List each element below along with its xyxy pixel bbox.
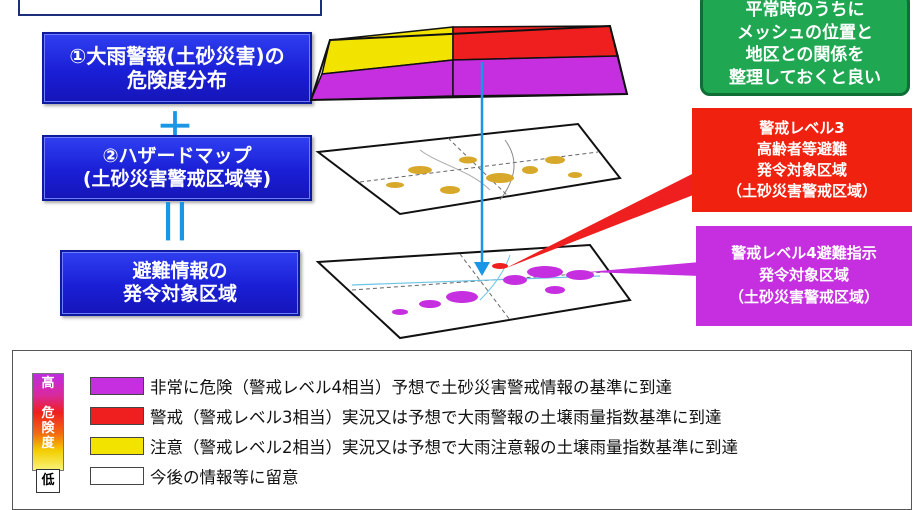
hazard-area: [408, 166, 432, 174]
hazard-map-layer: [315, 122, 622, 216]
callout-line: （土砂災害警戒区域）: [728, 287, 879, 306]
callout-line: 警戒レベル3: [759, 119, 845, 137]
level4-callout: 警戒レベル4避難指示 発令対象区域 （土砂災害警戒区域）: [696, 226, 912, 326]
step2-line1: ②ハザードマップ: [102, 145, 252, 168]
red-callout-pointer: [506, 170, 706, 268]
red-zone: [452, 25, 619, 61]
scale-low: 低: [36, 469, 60, 493]
callout-line: 発令対象区域: [758, 266, 849, 285]
note-line: 地区との関係を: [745, 45, 865, 66]
scale-mid-1: 危: [41, 406, 55, 421]
yellow-swatch: [90, 437, 144, 455]
level4-area: [527, 266, 563, 278]
step3-line2: 発令対象区域: [122, 283, 237, 305]
hazard-area: [486, 173, 514, 183]
magenta-swatch: [90, 377, 144, 395]
magenta-zone-right: [452, 55, 628, 97]
scale-high: 高: [41, 376, 55, 391]
legend: [12, 350, 912, 510]
red-swatch: [90, 407, 144, 425]
hazard-area: [440, 186, 460, 194]
level3-area: [492, 263, 508, 269]
legend-row-level3: 警戒（警戒レベル3相当）実況又は予想で大雨警報の土壌雨量指数基準に到達: [90, 404, 722, 428]
callout-line: （土砂災害警戒区域）: [726, 182, 877, 200]
legend-label: 非常に危険（警戒レベル4相当）予想で土砂災害警戒情報の基準に到達: [150, 378, 672, 397]
step3-line1: 避難情報の: [132, 260, 228, 283]
layer-diagram: [309, 24, 706, 340]
level4-area: [545, 286, 565, 294]
danger-scale-bar: 高 危 険 度: [32, 373, 64, 471]
level4-area: [446, 291, 478, 303]
level4-area: [503, 275, 527, 285]
legend-row-level2: 注意（警戒レベル2相当）実況又は予想で大雨注意報の土壌雨量指数基準に到達: [90, 434, 738, 458]
step1-line1: ①大雨警報(土砂災害)の: [69, 44, 285, 68]
evacuation-layer: [315, 243, 632, 340]
step1-line2: 危険度分布: [127, 68, 227, 92]
planning-note: 平常時のうちに メッシュの位置と 地区との関係を 整理しておくと良い: [700, 0, 910, 96]
hazard-area: [386, 182, 404, 188]
callout-line: 警戒レベル4避難指示: [731, 244, 877, 263]
level4-area: [419, 300, 441, 308]
hazard-area: [459, 156, 477, 164]
level4-area: [566, 270, 594, 280]
callout-line: 発令対象区域: [756, 161, 847, 179]
level4-area: [392, 309, 408, 315]
scale-mid-3: 度: [41, 436, 55, 451]
note-line: 平常時のうちに: [745, 0, 865, 21]
hazard-area: [545, 156, 565, 164]
white-swatch: [90, 467, 144, 485]
legend-row-level4: 非常に危険（警戒レベル4相当）予想で土砂災害警戒情報の基準に到達: [90, 374, 672, 398]
legend-label: 警戒（警戒レベル3相当）実況又は予想で大雨警報の土壌雨量指数基準に到達: [150, 408, 722, 427]
legend-row-none: 今後の情報等に留意: [90, 464, 299, 488]
top-frame: [18, 0, 322, 16]
callout-line: 高齢者等避難: [756, 140, 847, 158]
hazard-area: [522, 166, 538, 174]
arrow-head: [474, 262, 490, 276]
level3-callout: 警戒レベル3 高齢者等避難 発令対象区域 （土砂災害警戒区域）: [692, 108, 912, 212]
legend-label: 注意（警戒レベル2相当）実況又は予想で大雨注意報の土壌雨量指数基準に到達: [150, 438, 738, 457]
hazard-area: [568, 172, 582, 178]
danger-scale: 高 危 険 度 低: [30, 373, 64, 493]
step2-line2: (土砂災害警戒区域等): [82, 168, 272, 190]
evacuation-area-box: 避難情報の 発令対象区域: [60, 250, 300, 316]
danger-distribution-box: ①大雨警報(土砂災害)の 危険度分布: [42, 32, 312, 104]
hazard-map-box: ②ハザードマップ (土砂災害警戒区域等): [42, 135, 312, 201]
note-line: メッシュの位置と: [737, 22, 873, 43]
note-line: 整理しておくと良い: [729, 67, 881, 88]
magenta-callout-pointer: [588, 262, 700, 276]
equals-sign: ||: [161, 196, 189, 240]
legend-label: 今後の情報等に留意: [150, 468, 299, 487]
danger-distribution-layer: [309, 24, 629, 102]
scale-mid-2: 険: [41, 421, 55, 436]
